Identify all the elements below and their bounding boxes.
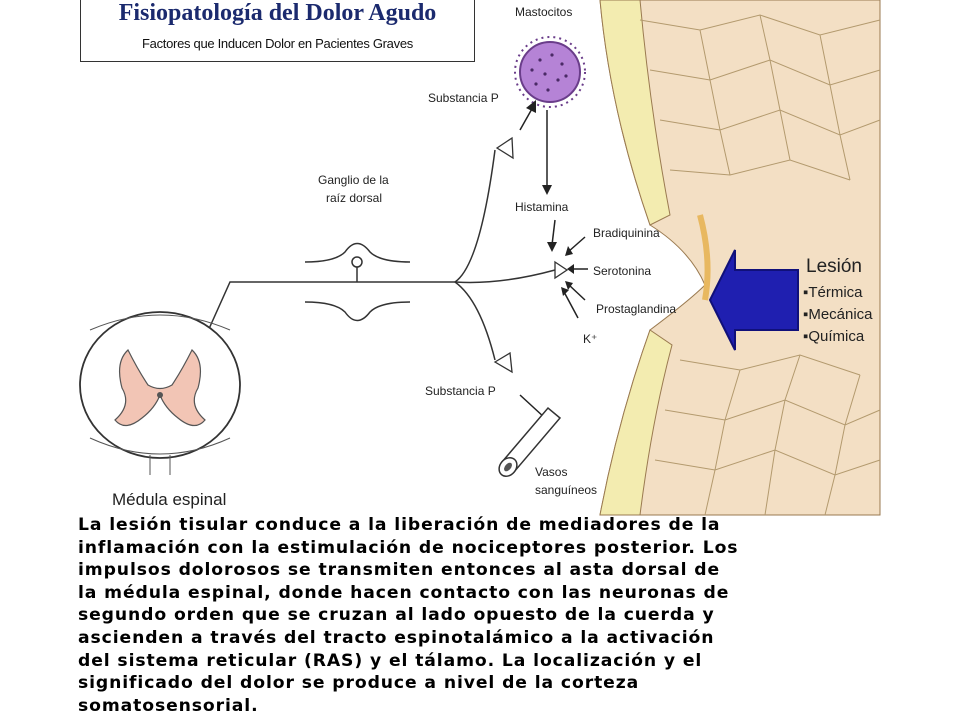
lesion-heading: Lesión: [806, 256, 862, 277]
page-subtitle: Factores que Inducen Dolor en Pacientes …: [142, 36, 413, 51]
caption-line: somatosensorial.: [78, 695, 259, 716]
label-prostaglandina: Prostaglandina: [596, 302, 676, 316]
caption-line: impulsos dolorosos se transmiten entonce…: [78, 560, 721, 581]
label-ganglio-1: Ganglio de la: [318, 173, 389, 187]
caption-line: segundo orden que se cruzan al lado opue…: [78, 605, 715, 626]
gray-matter: [114, 349, 206, 427]
label-substancia-p-bottom: Substancia P: [425, 384, 496, 398]
caption-text: La lesión tisular conduce a la liberació…: [78, 514, 908, 717]
label-histamina: Histamina: [515, 200, 569, 214]
caption-line: ascienden a través del tracto espinotalá…: [78, 627, 715, 648]
blood-vessel: [498, 406, 562, 477]
label-k-plus: K⁺: [583, 332, 597, 346]
label-mastocitos: Mastocitos: [515, 5, 572, 19]
caption-line: la médula espinal, donde hacen contacto …: [78, 582, 730, 603]
label-substancia-p-top: Substancia P: [428, 91, 499, 105]
label-bradiquinina: Bradiquinina: [593, 226, 660, 240]
mediator-arrows: [519, 106, 588, 419]
lesion-item-mecanica: ▪Mecánica: [803, 306, 873, 323]
label-medula: Médula espinal: [112, 490, 226, 509]
caption-line: inflamación con la estimulación de nocic…: [78, 537, 739, 558]
lesion-item-termica: ▪Térmica: [803, 284, 863, 301]
label-vasos-1: Vasos: [535, 465, 567, 479]
nerve-endings: [493, 136, 569, 374]
title-box: Fisiopatología del Dolor Agudo Factores …: [80, 0, 475, 62]
page-title: Fisiopatología del Dolor Agudo: [118, 0, 437, 26]
spinal-cord: [79, 311, 241, 475]
label-vasos-2: sanguíneos: [535, 483, 597, 497]
caption-line: del sistema reticular (RAS) y el tálamo.…: [78, 650, 703, 671]
label-serotonina: Serotonina: [593, 264, 651, 278]
label-ganglio-2: raíz dorsal: [326, 191, 382, 205]
caption-line: significado del dolor se produce a nivel…: [78, 673, 640, 694]
lesion-arrow: [708, 249, 799, 351]
lesion-item-quimica: ▪Química: [803, 328, 865, 345]
mast-cell: [514, 36, 586, 108]
caption-line: La lesión tisular conduce a la liberació…: [78, 515, 721, 535]
tissue-layer: [599, 0, 881, 516]
